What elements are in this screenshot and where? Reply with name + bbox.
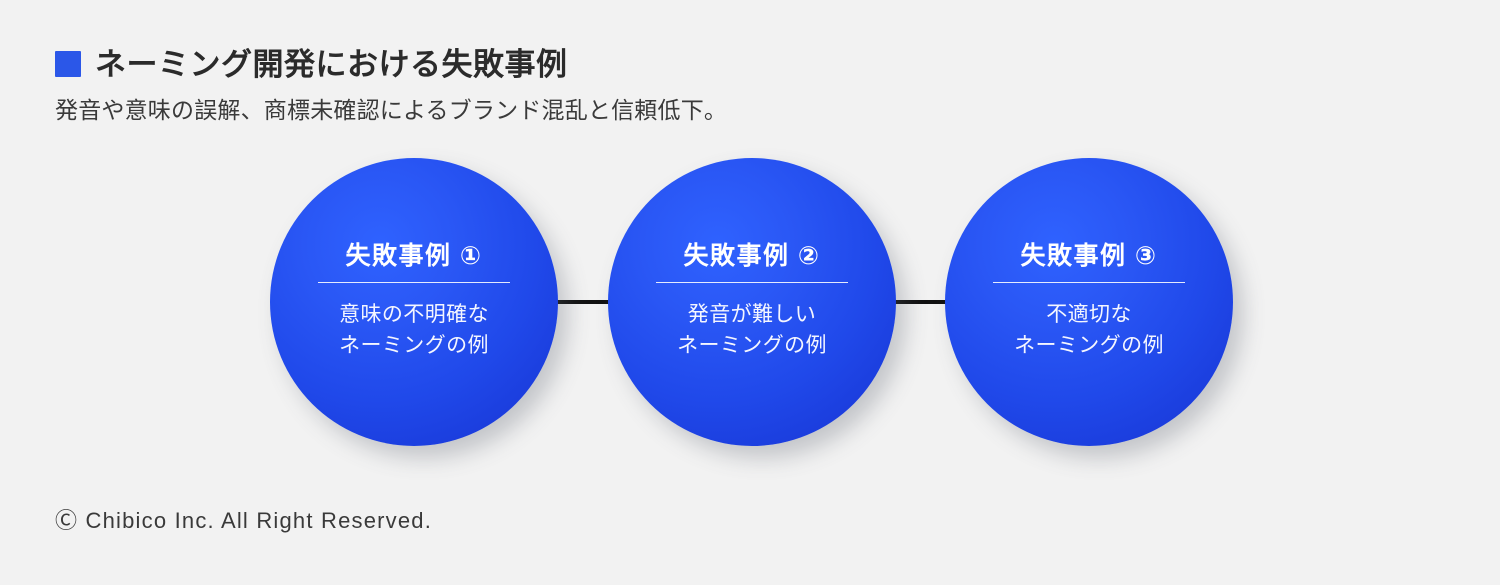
page-title: ネーミング開発における失敗事例 (95, 46, 568, 82)
page-subtitle: 発音や意味の誤解、商標未確認によるブランド混乱と信頼低下。 (55, 97, 728, 123)
flow-node-2-heading: 失敗事例 ② (683, 241, 821, 270)
flow-node-3-body: 不適切な ネーミングの例 (1014, 300, 1164, 361)
flow-node-3[interactable]: 失敗事例 ③ 不適切な ネーミングの例 (945, 158, 1233, 446)
flow-node-3-heading: 失敗事例 ③ (1020, 241, 1158, 270)
flow-node-2-divider (656, 282, 848, 284)
flow-node-1-body-line-1: 意味の不明確な (339, 303, 489, 327)
flow-node-2[interactable]: 失敗事例 ② 発音が難しい ネーミングの例 (608, 158, 896, 446)
flow-node-3-body-line-1: 不適切な (1046, 303, 1132, 327)
flow-node-1[interactable]: 失敗事例 ① 意味の不明確な ネーミングの例 (270, 158, 558, 446)
flow-node-1-divider (318, 282, 510, 284)
blue-square-icon (55, 51, 81, 77)
flow-node-1-body-line-2: ネーミングの例 (339, 333, 489, 357)
flow-node-2-body-line-2: ネーミングの例 (677, 333, 827, 357)
title-row: ネーミング開発における失敗事例 (55, 44, 1255, 84)
flow-node-1-heading: 失敗事例 ① (345, 241, 483, 270)
page-header: ネーミング開発における失敗事例 発音や意味の誤解、商標未確認によるブランド混乱と… (55, 44, 1255, 125)
flow-node-2-body-line-1: 発音が難しい (687, 303, 817, 327)
flow-node-2-body: 発音が難しい ネーミングの例 (677, 300, 827, 361)
flow-node-3-body-line-2: ネーミングの例 (1014, 333, 1164, 357)
flow-node-3-divider (993, 282, 1185, 284)
footer-copyright: Ⓒ Chibico Inc. All Right Reserved. (55, 508, 433, 533)
flow-node-1-body: 意味の不明確な ネーミングの例 (339, 300, 489, 361)
